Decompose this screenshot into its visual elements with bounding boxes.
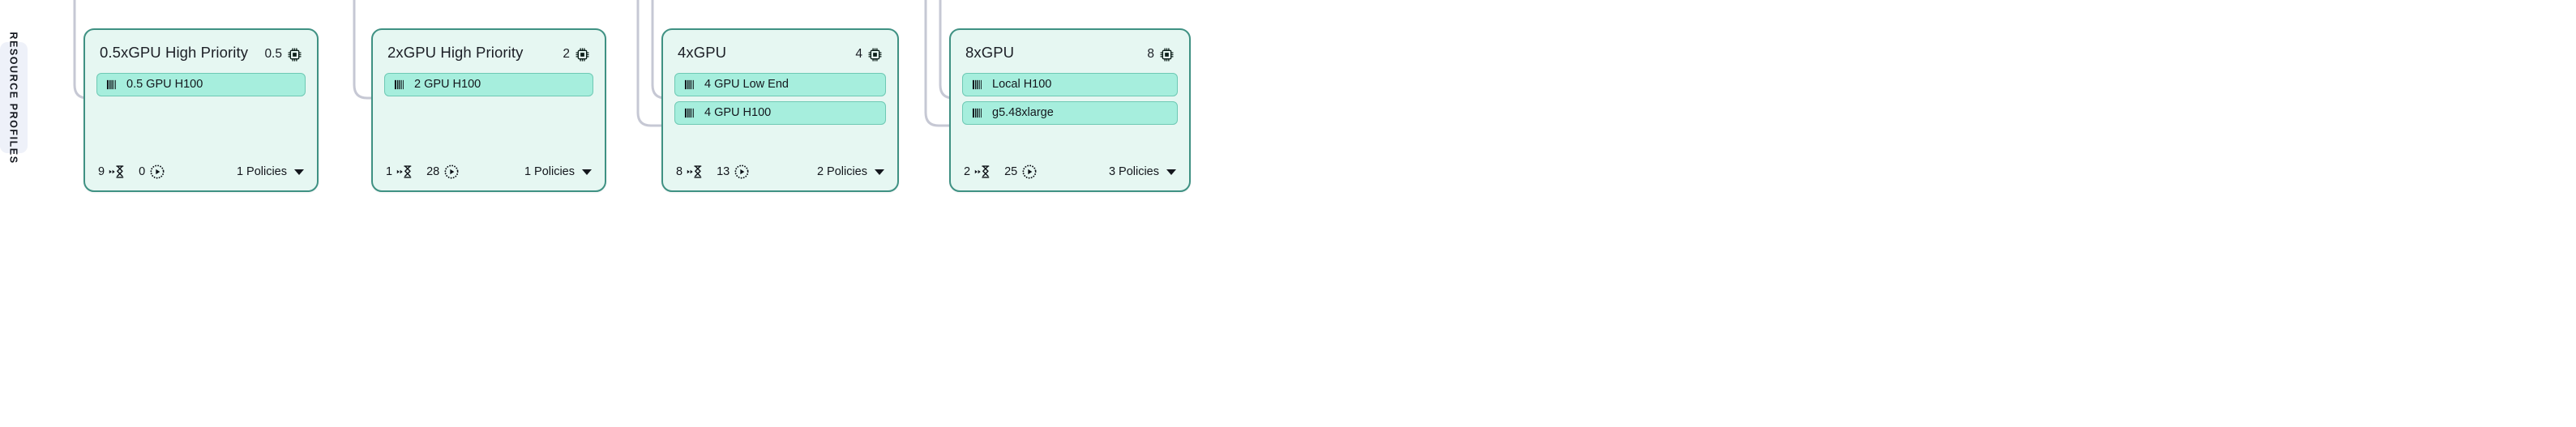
- running-count: 28: [426, 165, 440, 178]
- card-capacity-value: 8: [1147, 47, 1154, 61]
- card-capacity: 8: [1147, 47, 1175, 62]
- play-in-dotted-circle-icon: [1022, 164, 1037, 179]
- node-chip-label: Local H100: [992, 78, 1052, 91]
- policies-dropdown[interactable]: 1 Policies: [524, 165, 592, 178]
- policies-label: 1 Policies: [236, 165, 287, 178]
- section-label-resource-profiles: RESOURCE PROFILES: [0, 32, 28, 164]
- node-chip[interactable]: 4 GPU Low End: [674, 72, 886, 96]
- play-in-dotted-circle-icon: [444, 164, 459, 179]
- running-stat: 13: [717, 164, 750, 180]
- barcode-icon: [106, 79, 116, 89]
- node-chip-list: 4 GPU Low End 4 GPU H100: [663, 62, 897, 125]
- pending-stat: 2: [964, 164, 991, 179]
- node-chip-label: 2 GPU H100: [414, 78, 481, 91]
- policies-dropdown[interactable]: 1 Policies: [237, 165, 304, 178]
- hourglass-arrow-icon: [396, 165, 412, 178]
- barcode-icon: [972, 108, 982, 117]
- card-stats: 8 13: [676, 164, 750, 180]
- node-chip-label: 4 GPU Low End: [704, 78, 789, 91]
- card-footer: 1 28 1 Policies: [373, 164, 605, 190]
- play-in-dotted-circle-icon: [150, 164, 165, 179]
- policies-label: 3 Policies: [1108, 165, 1159, 178]
- card-capacity-value: 0.5: [264, 47, 282, 61]
- card-header: 2xGPU High Priority 2: [373, 30, 605, 62]
- running-count: 0: [139, 165, 146, 178]
- policies-dropdown[interactable]: 2 Policies: [817, 165, 884, 178]
- running-stat: 25: [1004, 164, 1038, 180]
- node-chip-list: 2 GPU H100: [373, 62, 605, 96]
- node-chip[interactable]: Local H100: [962, 72, 1178, 96]
- cpu-chip-icon: [576, 47, 589, 62]
- node-chip[interactable]: g5.48xlarge: [962, 100, 1178, 125]
- hourglass-arrow-icon: [974, 165, 990, 178]
- card-header: 0.5xGPU High Priority 0.5: [85, 30, 317, 62]
- card-capacity: 4: [855, 47, 883, 62]
- running-stat: 28: [426, 164, 460, 180]
- card-header: 8xGPU 8: [951, 30, 1189, 62]
- barcode-icon: [684, 79, 694, 89]
- card-stats: 9 0: [98, 164, 165, 180]
- node-chip-list: 0.5 GPU H100: [85, 62, 317, 96]
- barcode-icon: [972, 79, 982, 89]
- node-chip[interactable]: 4 GPU H100: [674, 100, 886, 125]
- cpu-chip-icon: [1160, 47, 1174, 62]
- resource-profile-card[interactable]: 8xGPU 8: [949, 28, 1191, 192]
- running-stat: 0: [139, 164, 165, 180]
- running-count: 25: [1004, 165, 1018, 178]
- card-header: 4xGPU 4: [663, 30, 897, 62]
- pending-stat: 1: [386, 164, 413, 179]
- chevron-down-icon: [875, 169, 884, 175]
- chevron-down-icon: [1166, 169, 1176, 175]
- node-chip[interactable]: 2 GPU H100: [384, 72, 593, 96]
- card-title: 4xGPU: [678, 44, 727, 61]
- card-stats: 2 25: [964, 164, 1038, 180]
- pending-stat: 8: [676, 164, 703, 179]
- chevron-down-icon: [582, 169, 592, 175]
- card-capacity: 0.5: [264, 47, 302, 62]
- card-capacity: 2: [563, 47, 590, 62]
- chevron-down-icon: [294, 169, 304, 175]
- pending-count: 8: [676, 165, 683, 178]
- card-capacity-value: 2: [563, 47, 570, 61]
- cpu-chip-icon: [288, 47, 302, 62]
- node-chip[interactable]: 0.5 GPU H100: [96, 72, 306, 96]
- card-footer: 2 25 3 Policies: [951, 164, 1189, 190]
- node-chip-label: 0.5 GPU H100: [126, 78, 203, 91]
- card-footer: 9 0 1 Policies: [85, 164, 317, 190]
- running-count: 13: [717, 165, 730, 178]
- cpu-chip-icon: [868, 47, 882, 62]
- pending-stat: 9: [98, 164, 125, 179]
- barcode-icon: [684, 108, 694, 117]
- policies-label: 1 Policies: [524, 165, 575, 178]
- policies-dropdown[interactable]: 3 Policies: [1109, 165, 1176, 178]
- play-in-dotted-circle-icon: [734, 164, 749, 179]
- pending-count: 1: [386, 165, 393, 178]
- barcode-icon: [394, 79, 404, 89]
- node-chip-label: 4 GPU H100: [704, 106, 772, 119]
- section-label-text: RESOURCE PROFILES: [8, 31, 19, 164]
- pending-count: 2: [964, 165, 971, 178]
- node-chip-list: Local H100 g5.48xlarge: [951, 62, 1189, 125]
- card-capacity-value: 4: [855, 47, 862, 61]
- resource-profile-card[interactable]: 0.5xGPU High Priority 0.5: [83, 28, 319, 192]
- card-title: 2xGPU High Priority: [387, 44, 524, 61]
- card-title: 8xGPU: [965, 44, 1015, 61]
- hourglass-arrow-icon: [687, 165, 702, 178]
- hourglass-arrow-icon: [109, 165, 124, 178]
- resource-profile-card[interactable]: 2xGPU High Priority 2: [371, 28, 606, 192]
- card-footer: 8 13 2 Policies: [663, 164, 897, 190]
- resource-profile-card[interactable]: 4xGPU 4: [661, 28, 899, 192]
- card-stats: 1 28: [386, 164, 460, 180]
- policies-label: 2 Policies: [816, 165, 867, 178]
- pending-count: 9: [98, 165, 105, 178]
- card-title: 0.5xGPU High Priority: [100, 44, 249, 61]
- node-chip-label: g5.48xlarge: [992, 106, 1054, 119]
